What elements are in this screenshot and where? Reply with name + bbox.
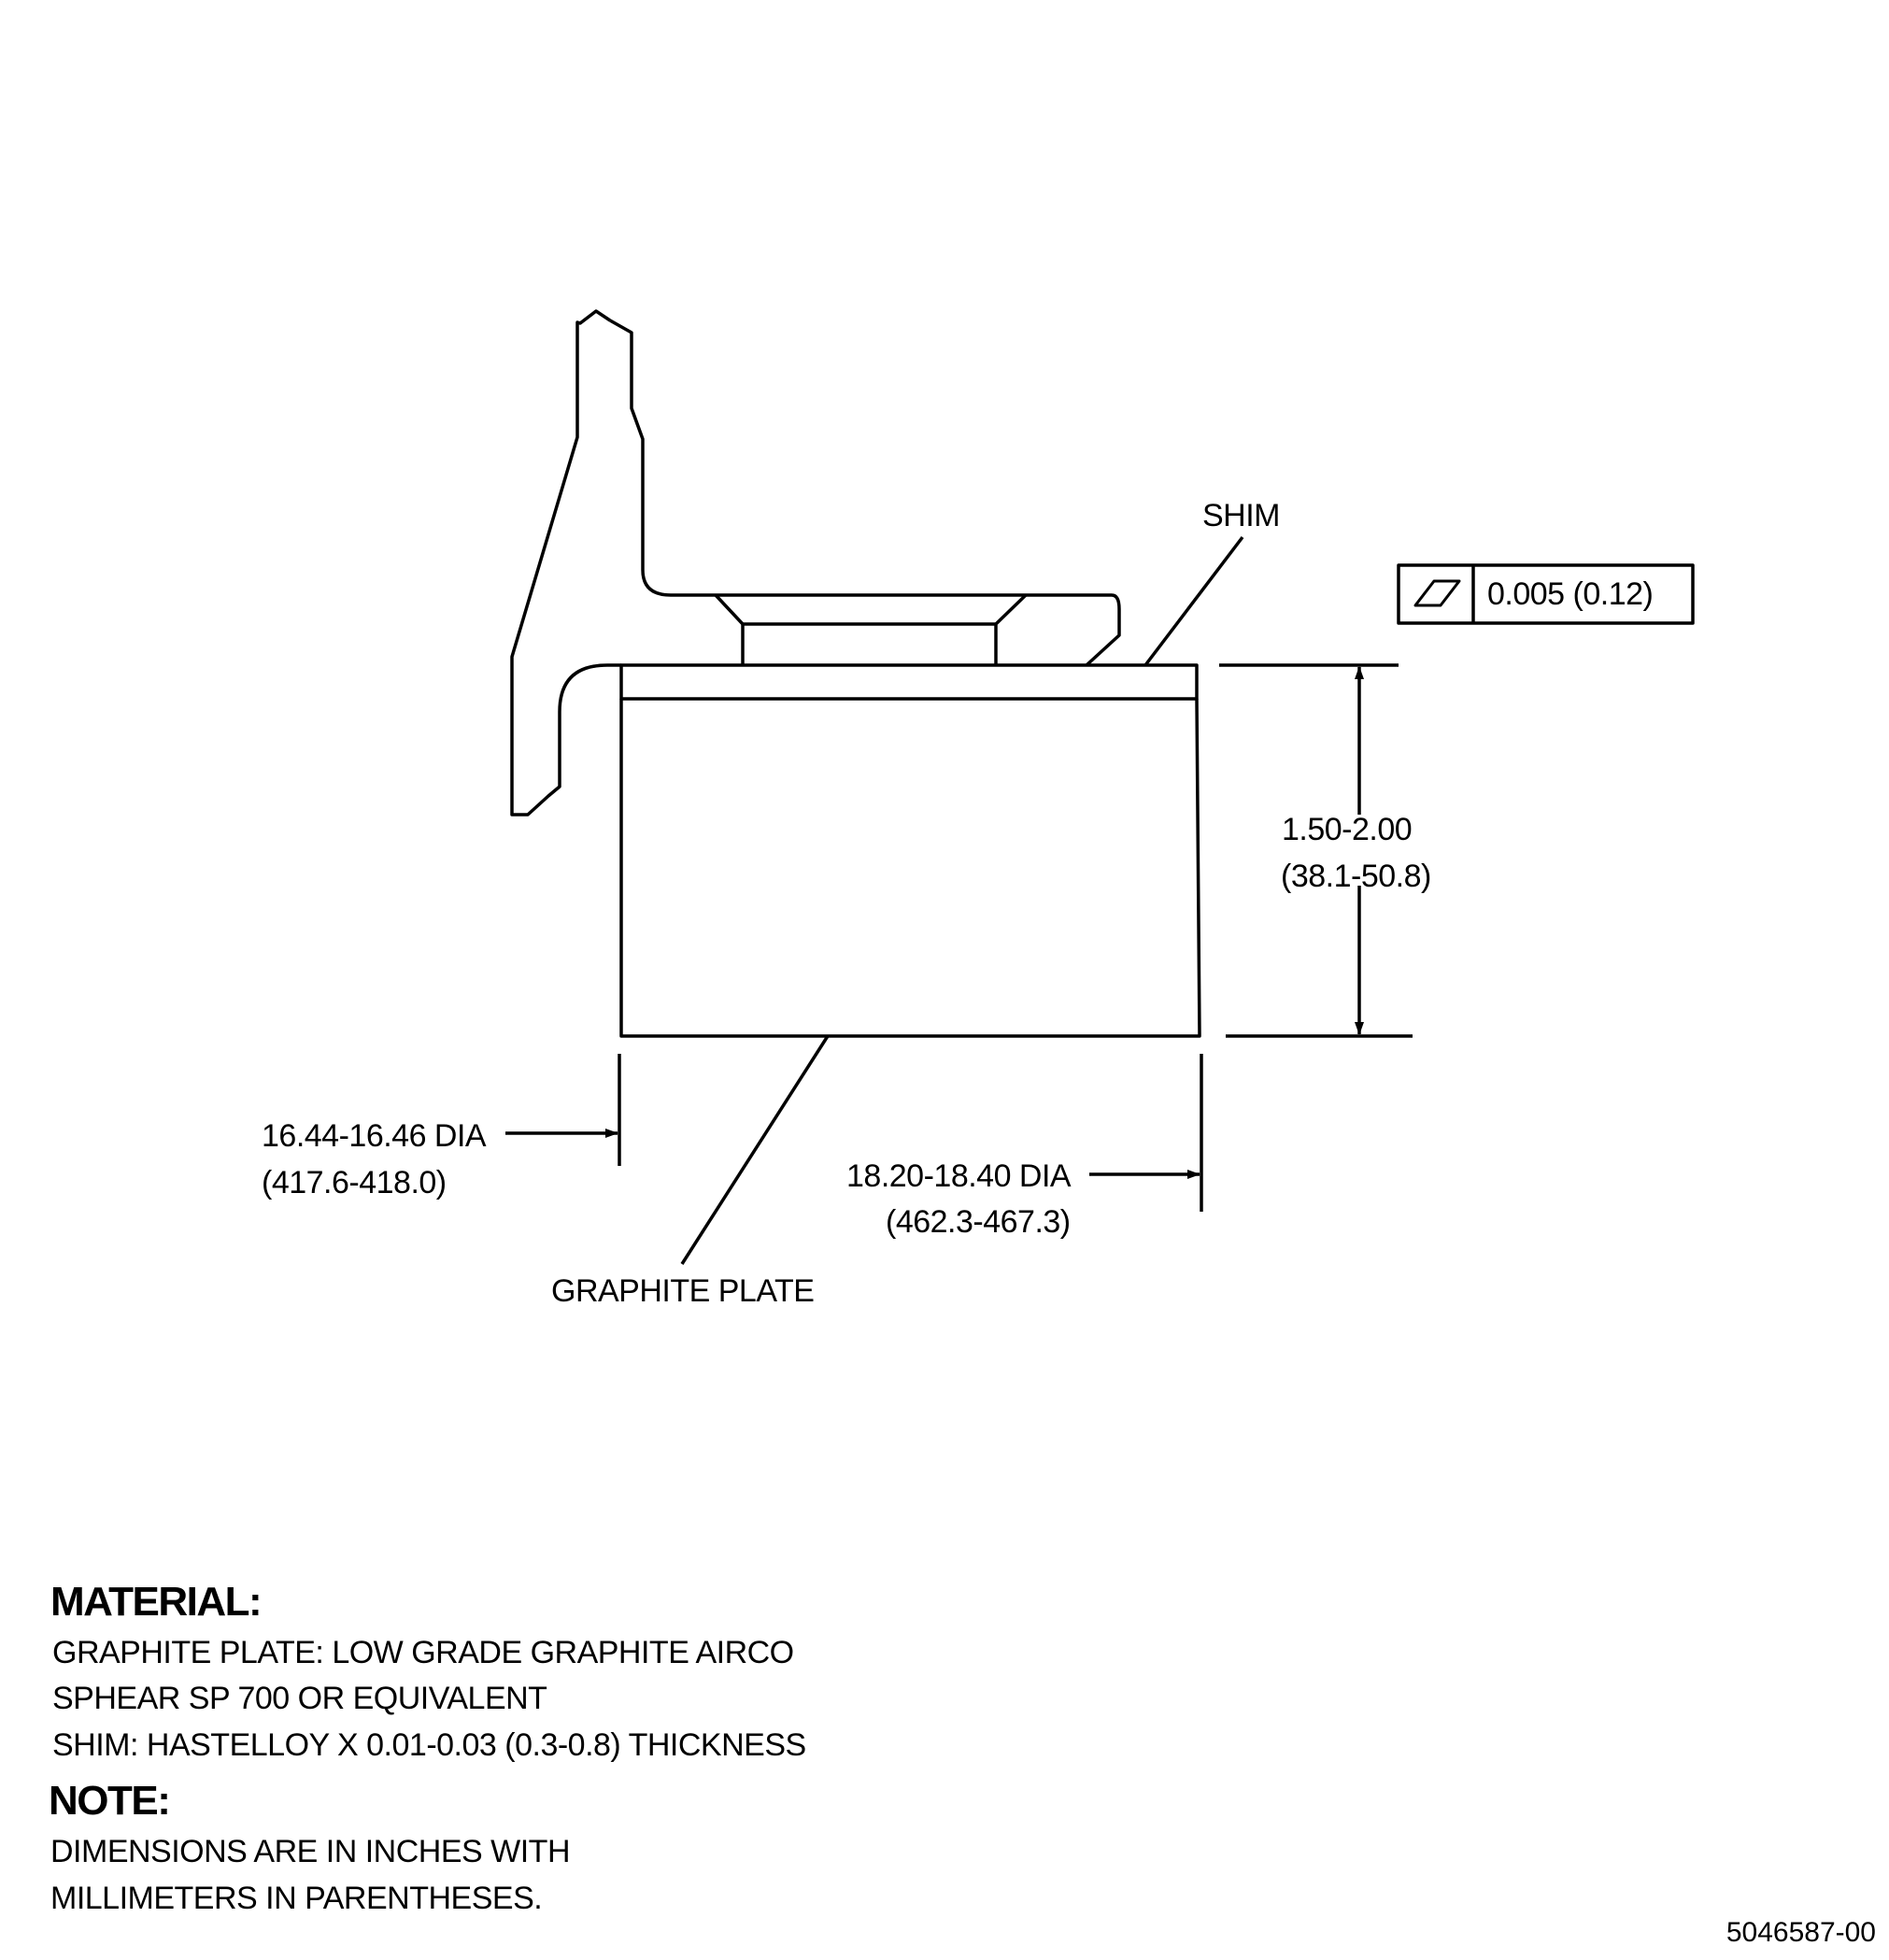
graphite-plate [619, 698, 1201, 1038]
material-heading: MATERIAL: [50, 1579, 263, 1625]
inner-dia-label-in: 16.44-16.46 DIA [262, 1118, 487, 1154]
graphite-plate-label: GRAPHITE PLATE [551, 1273, 814, 1309]
document-number: 5046587-00 [1726, 1917, 1876, 1948]
material-line: SHIM: HASTELLOY X 0.01-0.03 (0.3-0.8) TH… [52, 1727, 806, 1763]
flatness-icon [1413, 579, 1461, 607]
outer-dia-label-in: 18.20-18.40 DIA [846, 1158, 1072, 1194]
tolerance-value: 0.005 (0.12) [1487, 576, 1653, 612]
material-line: SPHEAR SP 700 OR EQUIVALENT [52, 1681, 547, 1716]
thickness-label-in: 1.50-2.00 [1282, 812, 1412, 847]
inner-dia-label-mm: (417.6-418.0) [262, 1165, 447, 1200]
material-line: GRAPHITE PLATE: LOW GRADE GRAPHITE AIRCO [52, 1635, 794, 1670]
note-heading: NOTE: [49, 1778, 171, 1824]
seal-ring-chamfer-right [994, 593, 1028, 665]
note-line: MILLIMETERS IN PARENTHESES. [50, 1881, 543, 1916]
seal-ring-chamfer-left [714, 593, 745, 665]
bracket-profile [510, 309, 621, 817]
shim-leader [1143, 535, 1244, 667]
outer-dia-label-mm: (462.3-467.3) [886, 1204, 1071, 1240]
note-line: DIMENSIONS ARE IN INCHES WITH [50, 1834, 571, 1869]
shim [619, 663, 1199, 701]
shim-label: SHIM [1202, 498, 1280, 533]
graphite-plate-leader [680, 1035, 830, 1265]
seal-ring [716, 593, 1121, 667]
bracket-upright [609, 319, 716, 597]
thickness-label-mm: (38.1-50.8) [1281, 859, 1431, 894]
tolerance-frame [1397, 563, 1695, 625]
